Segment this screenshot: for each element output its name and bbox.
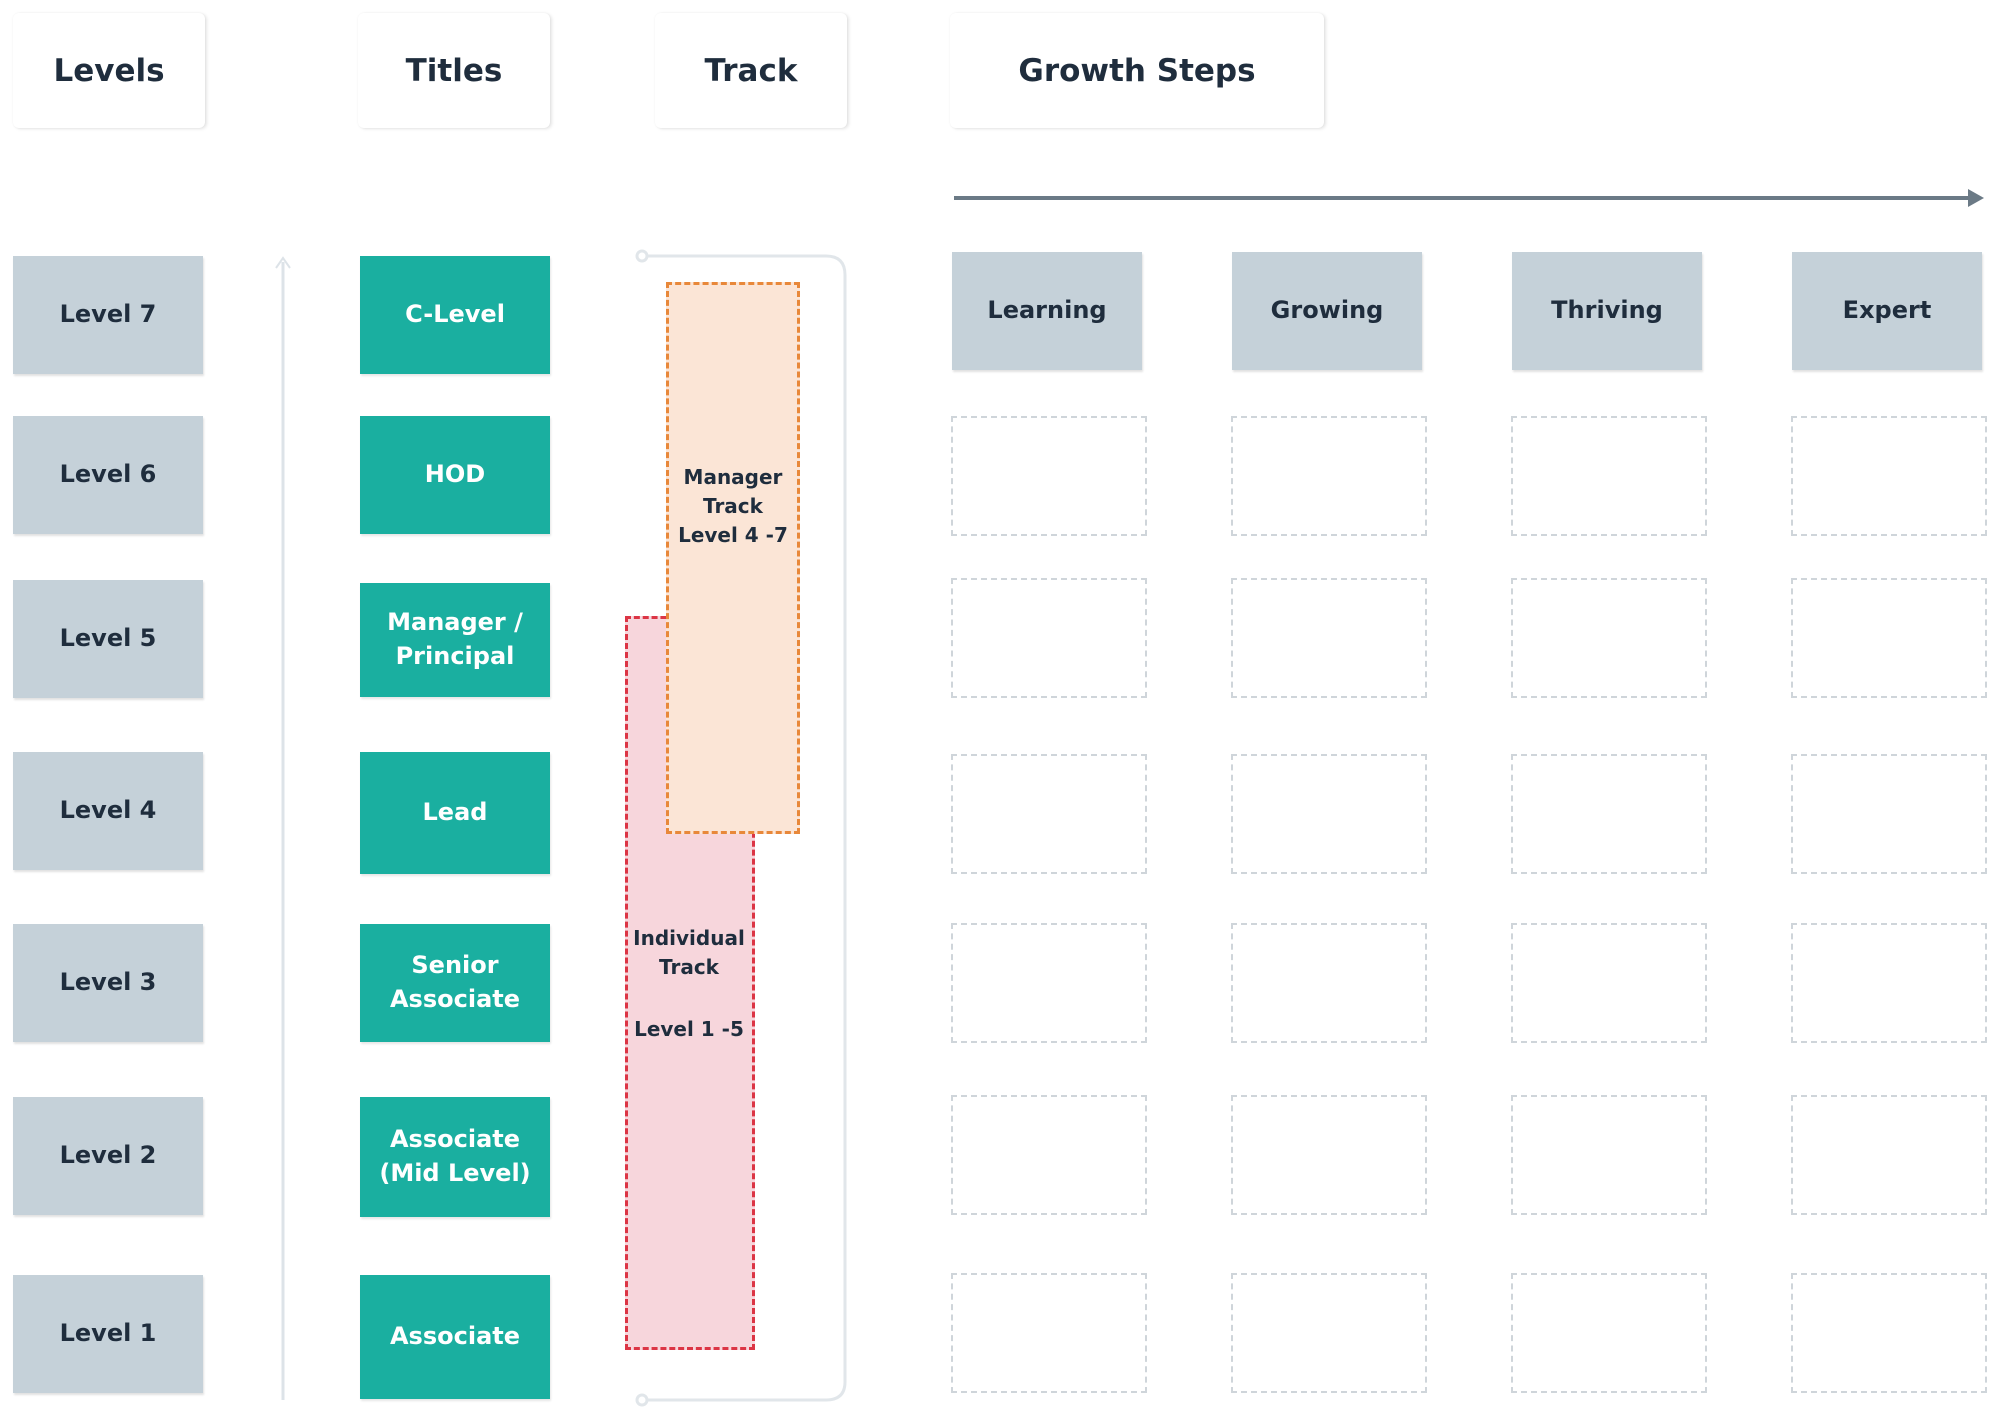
- level-box-2: Level 2: [13, 1097, 203, 1215]
- title-box-senior-associate: Senior Associate: [360, 924, 550, 1042]
- grid-cell: [1511, 1273, 1707, 1393]
- title-box-manager-principal: Manager / Principal: [360, 583, 550, 697]
- grid-cell: [951, 754, 1147, 874]
- grid-cell: [951, 578, 1147, 698]
- growth-step-learning: Learning: [952, 252, 1142, 370]
- header-track-label: Track: [704, 52, 798, 89]
- grid-cell: [951, 923, 1147, 1043]
- grid-cell: [1511, 578, 1707, 698]
- level-label: Level 4: [59, 796, 157, 825]
- track-bracket-top-dot: [635, 249, 649, 263]
- title-label: C-Level: [405, 300, 505, 329]
- grid-cell: [1791, 1095, 1987, 1215]
- level-label: Level 6: [59, 460, 157, 489]
- title-label: Manager / Principal: [387, 608, 523, 670]
- title-label: Associate (Mid Level): [379, 1125, 531, 1187]
- level-label: Level 3: [59, 968, 157, 997]
- header-growth-steps: Growth Steps: [950, 13, 1324, 128]
- manager-track-region: Manager Track Level 4 -7: [666, 282, 800, 834]
- grid-cell: [1511, 416, 1707, 536]
- grid-cell: [1231, 416, 1427, 536]
- grid-cell: [1231, 923, 1427, 1043]
- manager-track-label: Manager Track Level 4 -7: [678, 464, 788, 547]
- title-label: Lead: [422, 798, 488, 827]
- level-box-4: Level 4: [13, 752, 203, 870]
- header-growth-steps-label: Growth Steps: [1018, 52, 1256, 89]
- title-label: Associate: [389, 1322, 521, 1351]
- individual-track-range: Level 1 -5: [634, 1017, 744, 1041]
- level-progression-arrowhead: [275, 256, 291, 269]
- title-box-lead: Lead: [360, 752, 550, 874]
- grid-cell: [1231, 578, 1427, 698]
- grid-cell: [1791, 754, 1987, 874]
- level-box-5: Level 5: [13, 580, 203, 698]
- grid-cell: [951, 1273, 1147, 1393]
- header-levels: Levels: [13, 13, 205, 128]
- level-box-3: Level 3: [13, 924, 203, 1042]
- growth-step-label: Learning: [987, 296, 1107, 325]
- title-box-c-level: C-Level: [360, 256, 550, 374]
- growth-arrow-head: [1968, 189, 1984, 207]
- grid-cell: [1511, 923, 1707, 1043]
- growth-step-expert: Expert: [1792, 252, 1982, 370]
- header-track: Track: [655, 13, 847, 128]
- grid-cell: [1511, 1095, 1707, 1215]
- growth-step-thriving: Thriving: [1512, 252, 1702, 370]
- level-box-7: Level 7: [13, 256, 203, 374]
- title-box-associate: Associate: [360, 1275, 550, 1399]
- growth-step-label: Thriving: [1551, 296, 1663, 325]
- title-label: Senior Associate: [389, 951, 521, 1013]
- grid-cell: [1791, 1273, 1987, 1393]
- header-titles: Titles: [358, 13, 550, 128]
- individual-track-label: Individual Track: [633, 926, 745, 979]
- growth-step-label: Expert: [1842, 296, 1932, 325]
- growth-step-growing: Growing: [1232, 252, 1422, 370]
- grid-cell: [1231, 1273, 1427, 1393]
- grid-cell: [1511, 754, 1707, 874]
- grid-cell: [1791, 923, 1987, 1043]
- level-label: Level 2: [59, 1141, 157, 1170]
- level-box-1: Level 1: [13, 1275, 203, 1393]
- level-label: Level 1: [59, 1319, 157, 1348]
- header-levels-label: Levels: [53, 52, 165, 89]
- level-label: Level 7: [59, 300, 157, 329]
- title-label: HOD: [424, 460, 486, 489]
- title-box-hod: HOD: [360, 416, 550, 534]
- title-box-associate-mid: Associate (Mid Level): [360, 1097, 550, 1217]
- header-titles-label: Titles: [405, 52, 503, 89]
- grid-cell: [1231, 754, 1427, 874]
- growth-step-label: Growing: [1270, 296, 1384, 325]
- grid-cell: [1791, 416, 1987, 536]
- level-label: Level 5: [59, 624, 157, 653]
- grid-cell: [1231, 1095, 1427, 1215]
- track-bracket-bottom-dot: [635, 1393, 649, 1407]
- level-box-6: Level 6: [13, 416, 203, 534]
- grid-cell: [951, 416, 1147, 536]
- grid-cell: [951, 1095, 1147, 1215]
- grid-cell: [1791, 578, 1987, 698]
